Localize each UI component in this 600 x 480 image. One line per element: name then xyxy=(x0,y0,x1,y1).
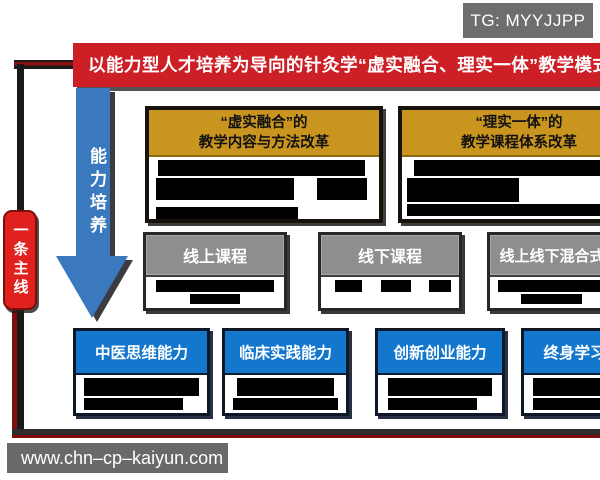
tg-badge: TG: MYYJJPP xyxy=(463,3,593,38)
ability-group-1-label: 中医思维能力 xyxy=(94,345,188,362)
redacted-text xyxy=(237,378,334,396)
course-group-1-header: 线上课程 xyxy=(146,235,284,277)
redacted-text xyxy=(334,280,363,292)
course-group-2-header: 线下课程 xyxy=(321,235,459,277)
redacted-text xyxy=(406,178,519,202)
mainline-box: 一条主线 xyxy=(3,210,37,310)
redacted-text xyxy=(316,178,368,200)
course-group-3-header: 线上线下混合式课程 xyxy=(490,235,600,277)
ability-group-4-content xyxy=(524,375,600,413)
ability-group-clinical-practice: 临床实践能力 xyxy=(222,328,349,416)
ability-group-2-content xyxy=(225,375,346,413)
redacted-text xyxy=(520,294,583,304)
title-banner-text: 以能力型人才培养为导向的针灸学“虚实融合、理实一体”教学模式改革 xyxy=(88,55,600,75)
course-group-1-content xyxy=(146,277,284,308)
reform-group-2-title-line1: “理实一体”的 xyxy=(475,114,563,131)
course-group-offline: 线下课程 xyxy=(318,232,462,311)
redacted-text xyxy=(387,378,493,396)
tg-badge-text: TG: MYYJJPP xyxy=(470,10,586,30)
course-group-1-label: 线上课程 xyxy=(182,249,247,266)
connector-line-left-lower xyxy=(17,308,24,435)
reform-group-virtual-real: “虚实融合”的 教学内容与方法改革 xyxy=(145,106,383,223)
ability-group-lifelong-learning: 终身学习能力 xyxy=(521,328,600,416)
ability-group-3-label: 创新创业能力 xyxy=(393,345,487,362)
redacted-text xyxy=(158,160,366,176)
course-group-blended: 线上线下混合式课程 xyxy=(487,232,600,311)
redacted-text xyxy=(533,398,600,410)
connector-line-top xyxy=(14,60,74,69)
ability-group-innovation: 创新创业能力 xyxy=(375,328,505,416)
mainline-label: 一条主线 xyxy=(11,222,29,298)
redacted-text xyxy=(533,378,600,396)
course-group-3-label: 线上线下混合式课程 xyxy=(499,247,600,265)
ability-arrow xyxy=(56,88,128,318)
redacted-text xyxy=(155,207,299,219)
connector-line-bottom-red xyxy=(12,435,600,438)
ability-group-2-label: 临床实践能力 xyxy=(238,345,332,362)
title-banner: 以能力型人才培养为导向的针灸学“虚实融合、理实一体”教学模式改革 xyxy=(73,43,600,87)
redacted-text xyxy=(387,398,478,410)
reform-group-2-content xyxy=(402,157,600,219)
redacted-text xyxy=(155,280,275,292)
ability-group-4-header: 终身学习能力 xyxy=(524,331,600,375)
course-group-2-content xyxy=(321,277,459,308)
reform-group-1-title-line2: 教学内容与方法改革 xyxy=(198,134,330,151)
redacted-text xyxy=(190,294,240,304)
reform-group-theory-practice: “理实一体”的 教学课程体系改革 xyxy=(398,106,600,223)
ability-group-2-header: 临床实践能力 xyxy=(225,331,346,375)
redacted-text xyxy=(429,280,452,292)
connector-line-bottom xyxy=(12,429,600,435)
redacted-text xyxy=(83,398,184,410)
redacted-text xyxy=(83,378,200,396)
course-group-online: 线上课程 xyxy=(143,232,287,311)
ability-group-tcm-thinking: 中医思维能力 xyxy=(73,328,210,416)
course-group-2-label: 线下课程 xyxy=(357,249,422,266)
ability-group-1-content xyxy=(76,375,207,413)
redacted-text xyxy=(155,178,294,200)
connector-line-left-upper xyxy=(17,64,24,212)
redacted-text xyxy=(233,398,338,410)
ability-group-4-label: 终身学习能力 xyxy=(543,345,600,362)
reform-group-1-title-line1: “虚实融合”的 xyxy=(220,114,308,131)
redacted-text xyxy=(380,280,411,292)
watermark-text: www.chn–cp–kaiyun.com xyxy=(21,448,224,468)
redacted-text xyxy=(413,160,600,176)
ability-arrow-label: 能力培养 xyxy=(87,147,106,239)
redacted-text xyxy=(406,204,600,216)
reform-group-2-header: “理实一体”的 教学课程体系改革 xyxy=(402,110,600,157)
watermark-url: www.chn–cp–kaiyun.com xyxy=(7,443,228,473)
course-group-3-content xyxy=(490,277,600,308)
ability-group-3-content xyxy=(378,375,502,413)
reform-group-2-title-line2: 教学课程体系改革 xyxy=(461,134,577,151)
ability-group-1-header: 中医思维能力 xyxy=(76,331,207,375)
connector-line-left-lower-red xyxy=(12,310,17,435)
ability-group-3-header: 创新创业能力 xyxy=(378,331,502,375)
reform-group-1-content xyxy=(149,157,379,219)
redacted-text xyxy=(497,280,600,292)
reform-group-1-header: “虚实融合”的 教学内容与方法改革 xyxy=(149,110,379,157)
